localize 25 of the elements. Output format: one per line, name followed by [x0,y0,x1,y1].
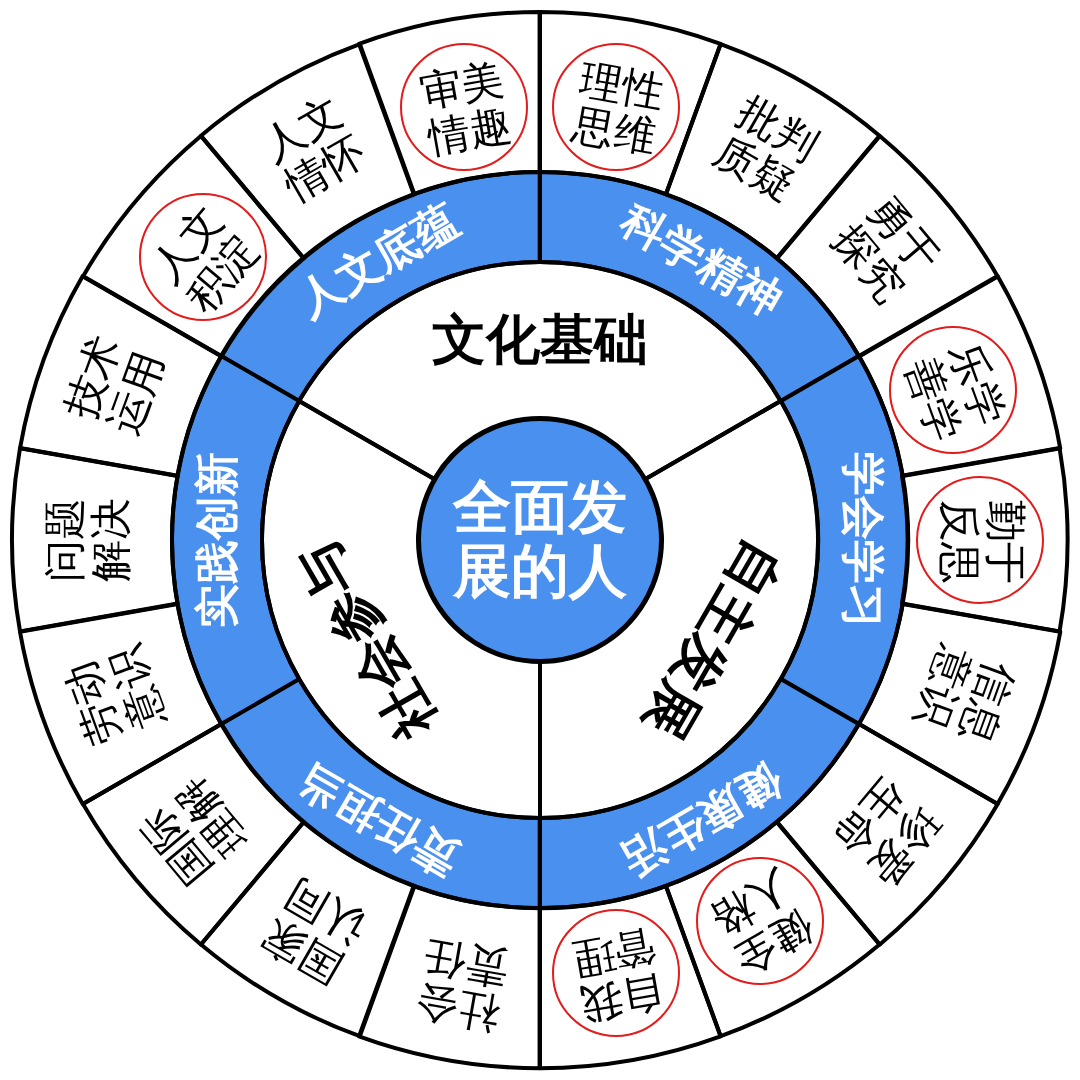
segment-label: 乐学善学 [896,334,1015,450]
segment-label: 社会参与 [284,529,449,752]
segment-label: 社会责任 [410,931,513,1039]
segment-label: 技术运用 [56,328,175,443]
center-label: 全面发展的人 [451,476,628,604]
ring-segment [10,446,180,634]
segment-label: 学会学习 [838,451,888,630]
segment-label: 自我管理 [567,921,670,1029]
segment-label: 实践创新 [192,451,242,630]
segment-label: 健全人格 [701,860,824,987]
segment-label: 理性思维 [567,55,670,163]
segment-label: 信息意识 [905,638,1024,753]
highlight-circle [552,909,681,1038]
segment-label: 文化基础 [431,310,649,370]
highlight-circle [916,476,1044,604]
segment-label: 勤于反思 [935,499,1029,586]
segment-label: 珍爱生命 [822,767,952,896]
segment-label: 问题解决 [41,497,135,584]
highlight-circle [552,42,681,171]
segment-label: 劳动意识 [56,638,175,753]
highlight-circle [399,42,528,171]
segment-label: 人文积淀 [140,195,269,324]
segment-label: 自主发展 [631,529,796,752]
segment-label: 审美情趣 [414,55,517,163]
highlight-circle [889,325,1018,454]
